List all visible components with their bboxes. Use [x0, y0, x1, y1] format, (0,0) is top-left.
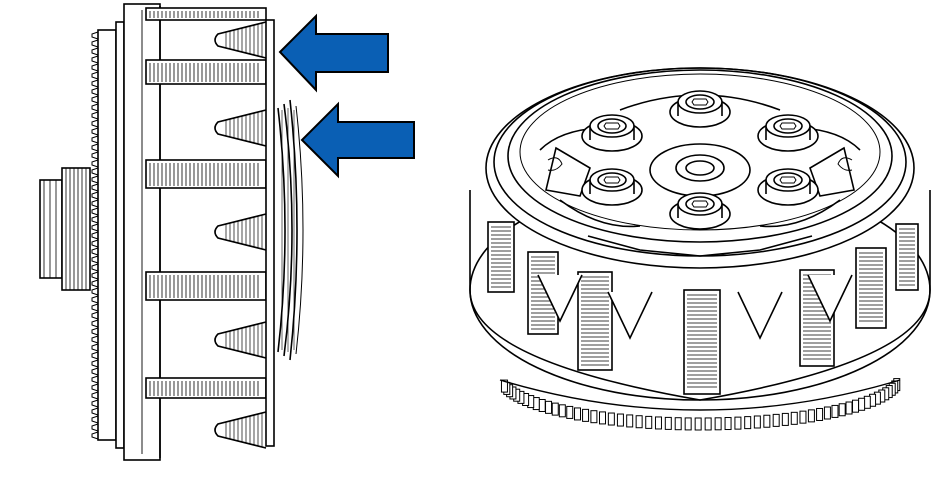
gear-tooth — [626, 414, 634, 428]
gear-tooth — [799, 410, 807, 424]
gear-tooth — [558, 404, 566, 418]
gear-tooth — [616, 413, 624, 427]
v-slot — [214, 411, 267, 449]
spring-bolt — [757, 114, 819, 152]
v-slot — [214, 321, 267, 359]
gear-tooth — [551, 402, 559, 416]
gear-tooth — [753, 415, 761, 429]
clutch-assembly-side-view — [39, 3, 304, 461]
gear-tooth — [674, 417, 682, 431]
v-slot — [214, 109, 267, 147]
gear-tooth — [714, 417, 722, 431]
finger-slot — [855, 247, 887, 329]
hub-shaft — [39, 167, 91, 291]
gear-tooth — [823, 406, 831, 420]
spring-bolt — [669, 90, 731, 128]
gear-tooth — [863, 395, 871, 409]
v-slot — [214, 21, 267, 59]
gear-tooth — [790, 411, 798, 425]
gear-tooth — [684, 417, 692, 431]
finger-slot — [487, 221, 515, 293]
gear-tooth — [538, 398, 546, 412]
gear-tooth — [704, 417, 712, 431]
gear-tooth — [607, 412, 615, 426]
gear-tooth — [858, 397, 866, 411]
gear-tooth — [545, 400, 553, 414]
spring-bolt — [581, 168, 643, 206]
basket-fingers — [145, 7, 267, 399]
gear-tooth — [831, 404, 839, 418]
arrow-upper — [278, 13, 389, 93]
gear-tooth — [781, 412, 789, 426]
gear-tooth — [852, 399, 860, 413]
gear-tooth — [599, 411, 607, 425]
arrow-lower — [300, 101, 415, 179]
gear-tooth — [772, 413, 780, 427]
gear-tooth — [838, 403, 846, 417]
gear-tooth — [694, 417, 702, 431]
gear-tooth — [763, 414, 771, 428]
v-slot — [807, 274, 853, 323]
gear-tooth — [807, 409, 815, 423]
gear-tooth — [635, 415, 643, 429]
gear-tooth — [582, 408, 590, 422]
gear-tooth — [734, 416, 742, 430]
gear-tooth — [645, 415, 653, 429]
gear-tooth — [744, 416, 752, 430]
gear-tooth — [574, 407, 582, 421]
gear-tooth — [566, 405, 574, 419]
primary-gear-isometric — [499, 378, 901, 431]
gear-tooth — [845, 401, 853, 415]
gear-tooth — [500, 379, 508, 393]
basket-fingers-isometric — [487, 221, 919, 395]
center-hub — [649, 143, 751, 197]
v-slot — [737, 291, 783, 340]
spring-bolts — [581, 90, 819, 230]
friction-plate-stack — [265, 19, 304, 447]
gear-tooth — [816, 407, 824, 421]
v-slot — [537, 274, 583, 323]
v-slot — [607, 291, 653, 340]
spring-bolt — [757, 168, 819, 206]
gear-tooth — [590, 410, 598, 424]
spring-bolt — [669, 192, 731, 230]
spring-bolt — [581, 114, 643, 152]
clutch-assembly-isometric-view — [469, 67, 931, 431]
v-slot — [214, 213, 267, 251]
gear-tooth — [654, 416, 662, 430]
gear-tooth — [664, 416, 672, 430]
finger-slot — [683, 289, 721, 395]
basket-v-slots — [214, 21, 267, 449]
gear-tooth — [724, 417, 732, 431]
primary-gear — [91, 29, 117, 441]
